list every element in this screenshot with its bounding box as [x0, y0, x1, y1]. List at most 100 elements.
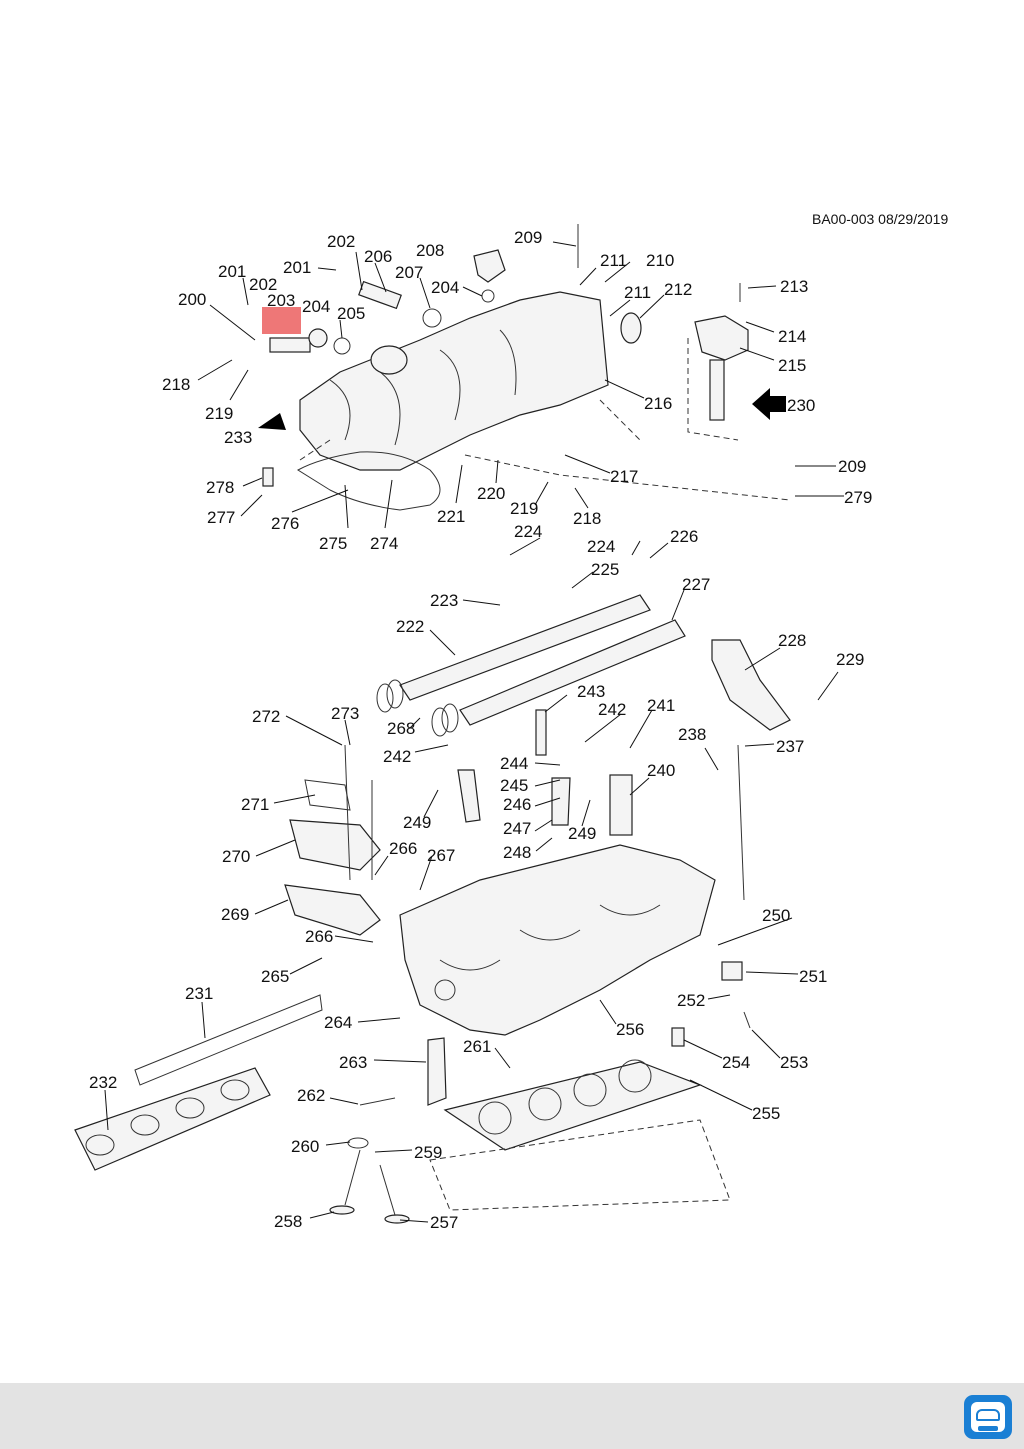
car-icon [976, 1409, 1000, 1421]
oil-filler-neck [370, 345, 408, 375]
callout-245: 245 [500, 776, 528, 795]
callout-244: 244 [500, 754, 528, 773]
callout-226: 226 [670, 527, 698, 546]
callout-224b: 224 [587, 537, 615, 556]
callout-labels: 200 201 201 202 202 203 204 204 205 206 … [89, 228, 872, 1232]
callout-219b: 219 [510, 499, 538, 518]
callout-259: 259 [414, 1143, 442, 1162]
callout-207: 207 [395, 263, 423, 282]
callout-270: 270 [222, 847, 250, 866]
callout-202: 202 [327, 232, 355, 251]
bracket [711, 639, 791, 731]
callout-242b: 242 [383, 747, 411, 766]
callout-256: 256 [616, 1020, 644, 1039]
app-icon-label-bar [978, 1426, 998, 1431]
callout-276: 276 [271, 514, 299, 533]
callout-267: 267 [427, 846, 455, 865]
callout-249b: 249 [568, 824, 596, 843]
callout-247: 247 [503, 819, 531, 838]
callout-204b: 204 [431, 278, 459, 297]
callout-228: 228 [778, 631, 806, 650]
callout-211b: 211 [624, 283, 651, 302]
callout-272: 272 [252, 707, 280, 726]
callout-210: 210 [646, 251, 674, 270]
exploded-parts-diagram: BA00-003 08/29/2019 [74, 211, 949, 1232]
callout-211: 211 [600, 251, 627, 270]
callout-213: 213 [780, 277, 808, 296]
callout-232: 232 [89, 1073, 117, 1092]
callout-224: 224 [514, 522, 542, 541]
callout-265: 265 [261, 967, 289, 986]
callout-202b: 202 [249, 275, 277, 294]
callout-242: 242 [598, 700, 626, 719]
exhaust-manifold-upper [289, 819, 381, 871]
callout-225: 225 [591, 560, 619, 579]
callout-251: 251 [799, 967, 827, 986]
view-arrow-230 [752, 388, 786, 420]
callout-258: 258 [274, 1212, 302, 1231]
callout-233: 233 [224, 428, 252, 447]
ignition-coil [694, 315, 749, 361]
callout-263: 263 [339, 1053, 367, 1072]
callout-205: 205 [337, 304, 365, 323]
callout-222: 222 [396, 617, 424, 636]
callout-246: 246 [503, 795, 531, 814]
callout-275: 275 [319, 534, 347, 553]
intake-gasket-small [134, 994, 323, 1086]
callout-209b: 209 [838, 457, 866, 476]
callout-241: 241 [647, 696, 675, 715]
callout-230: 230 [787, 396, 815, 415]
callout-264: 264 [324, 1013, 352, 1032]
callout-203: 203 [267, 291, 295, 310]
callout-262: 262 [297, 1086, 325, 1105]
callout-274: 274 [370, 534, 398, 553]
callout-243: 243 [577, 682, 605, 701]
camshaft-position-sensor [473, 249, 506, 283]
callout-249: 249 [403, 813, 431, 832]
callout-223: 223 [430, 591, 458, 610]
callout-highlight-203 [262, 307, 301, 334]
callout-227: 227 [682, 575, 710, 594]
camshafts [376, 594, 686, 737]
callout-268: 268 [387, 719, 415, 738]
leader-lines [104, 241, 844, 1223]
callout-269: 269 [221, 905, 249, 924]
callout-237: 237 [776, 737, 804, 756]
bottom-bar [0, 1383, 1024, 1449]
callout-218b: 218 [573, 509, 601, 528]
intake-gasket-large [74, 1067, 271, 1171]
callout-260: 260 [291, 1137, 319, 1156]
callout-271: 271 [241, 795, 269, 814]
callout-229: 229 [836, 650, 864, 669]
cylinder-head [399, 844, 716, 1036]
callout-279: 279 [844, 488, 872, 507]
head-gasket [443, 1061, 702, 1151]
camshaft-seal [620, 312, 642, 344]
callout-201b: 201 [283, 258, 311, 277]
callout-261: 261 [463, 1037, 491, 1056]
callout-220: 220 [477, 484, 505, 503]
app-icon-inner [971, 1402, 1005, 1432]
callout-277: 277 [207, 508, 235, 527]
callout-208: 208 [416, 241, 444, 260]
callout-216: 216 [644, 394, 672, 413]
callout-217: 217 [610, 467, 638, 486]
callout-278: 278 [206, 478, 234, 497]
callout-215: 215 [778, 356, 806, 375]
callout-248: 248 [503, 843, 531, 862]
car-service-app-icon[interactable] [964, 1395, 1012, 1439]
callout-252: 252 [677, 991, 705, 1010]
oil-control-valve [269, 337, 311, 353]
callout-257: 257 [430, 1213, 458, 1232]
callout-204: 204 [302, 297, 330, 316]
callout-266b: 266 [305, 927, 333, 946]
callout-209: 209 [514, 228, 542, 247]
callout-254: 254 [722, 1053, 750, 1072]
document-id: BA00-003 08/29/2019 [812, 211, 948, 227]
callout-200: 200 [178, 290, 206, 309]
callout-231: 231 [185, 984, 213, 1003]
callout-273: 273 [331, 704, 359, 723]
callout-250: 250 [762, 906, 790, 925]
callout-238: 238 [678, 725, 706, 744]
callout-253: 253 [780, 1053, 808, 1072]
